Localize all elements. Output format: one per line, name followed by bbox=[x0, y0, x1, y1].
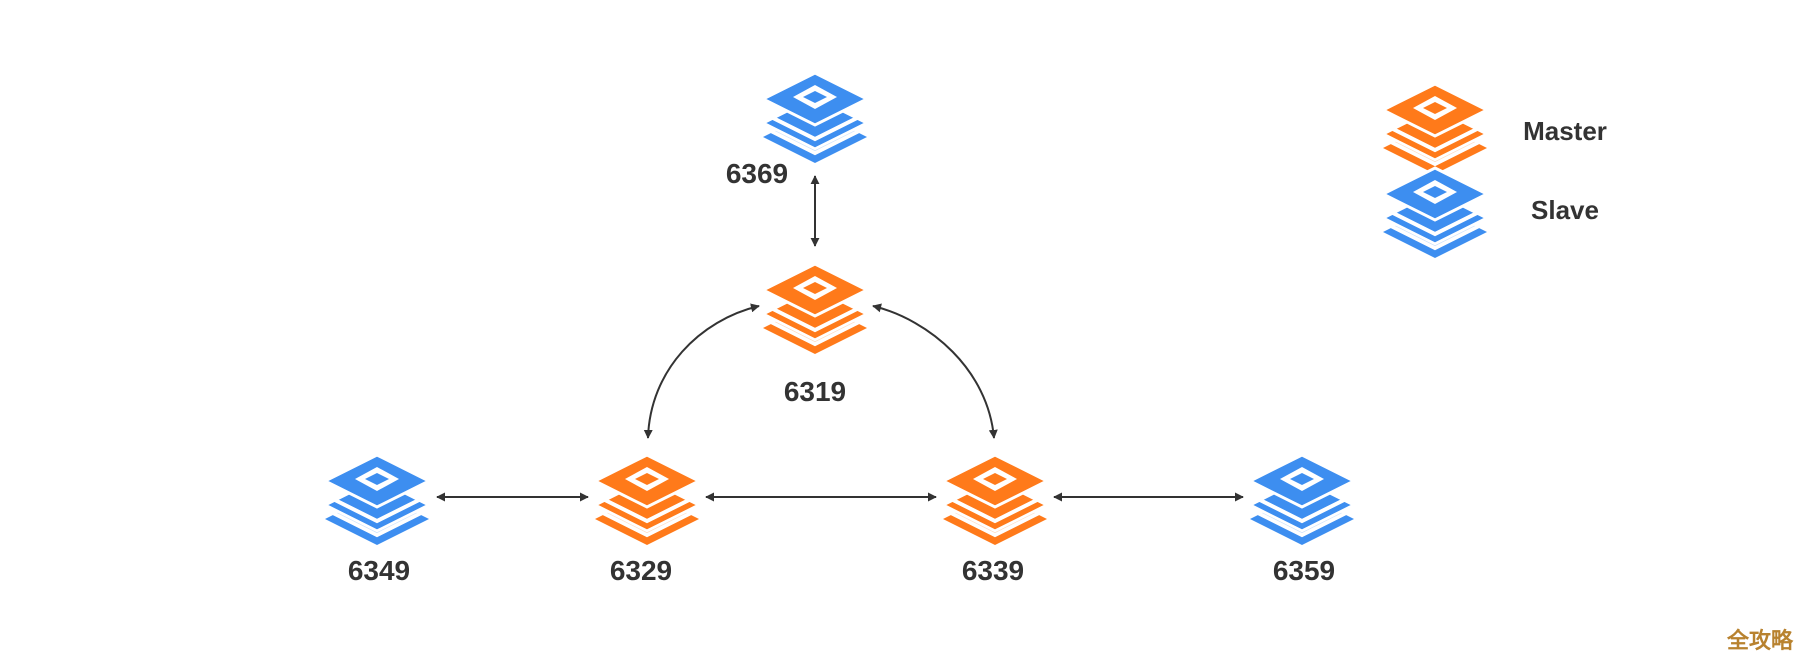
legend: Master Slave bbox=[1381, 82, 1607, 260]
legend-slave-label: Slave bbox=[1531, 195, 1599, 225]
legend-master: Master bbox=[1381, 82, 1607, 176]
redis-slave-stack-icon bbox=[1248, 453, 1356, 547]
node-label: 6339 bbox=[962, 555, 1024, 586]
node-label: 6359 bbox=[1273, 555, 1335, 586]
redis-master-stack-icon bbox=[1381, 82, 1489, 176]
redis-master-stack-icon bbox=[941, 453, 1049, 547]
legend-master-label: Master bbox=[1523, 116, 1607, 146]
redis-master-stack-icon bbox=[593, 453, 701, 547]
node-label: 6319 bbox=[784, 376, 846, 407]
edge-6319-6329 bbox=[643, 303, 760, 439]
node-label: 6369 bbox=[726, 158, 788, 189]
node-6319: 6319 bbox=[761, 262, 869, 407]
redis-slave-stack-icon bbox=[1381, 166, 1489, 260]
redis-slave-stack-icon bbox=[761, 71, 869, 165]
node-6339: 6339 bbox=[941, 453, 1049, 586]
watermark-text: 全攻略 bbox=[1726, 628, 1794, 654]
redis-master-stack-icon bbox=[761, 262, 869, 356]
node-6349: 6349 bbox=[323, 453, 431, 586]
legend-slave: Slave bbox=[1381, 166, 1599, 260]
edge-6319-6339 bbox=[872, 303, 998, 439]
node-label: 6349 bbox=[348, 555, 410, 586]
node-6369: 6369 bbox=[726, 71, 869, 189]
redis-slave-stack-icon bbox=[323, 453, 431, 547]
node-6359: 6359 bbox=[1248, 453, 1356, 586]
edges bbox=[436, 175, 1244, 502]
node-6329: 6329 bbox=[593, 453, 701, 586]
node-label: 6329 bbox=[610, 555, 672, 586]
